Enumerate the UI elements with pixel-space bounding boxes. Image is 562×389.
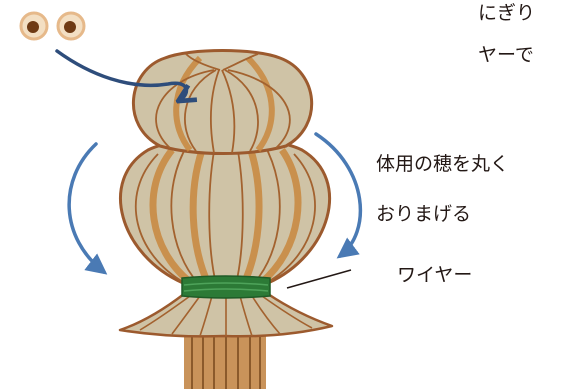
fold-label-line-2: おりまげる bbox=[376, 203, 472, 225]
instruction-line-2: ヤーで bbox=[478, 44, 534, 66]
wire-label: ワイヤー bbox=[397, 264, 473, 286]
straw-head bbox=[132, 49, 313, 155]
straw-skirt bbox=[118, 292, 334, 338]
straw-body bbox=[119, 136, 331, 285]
rotate-arrow-icon bbox=[67, 132, 363, 275]
instruction-line-1: にぎり bbox=[478, 2, 536, 24]
wire-band bbox=[181, 275, 271, 299]
wire-leader-line bbox=[286, 269, 352, 289]
curved-arrow-icon bbox=[55, 49, 186, 100]
fold-label-line-1: 体用の穂を丸く bbox=[376, 153, 510, 175]
eyes-icon bbox=[19, 11, 86, 41]
